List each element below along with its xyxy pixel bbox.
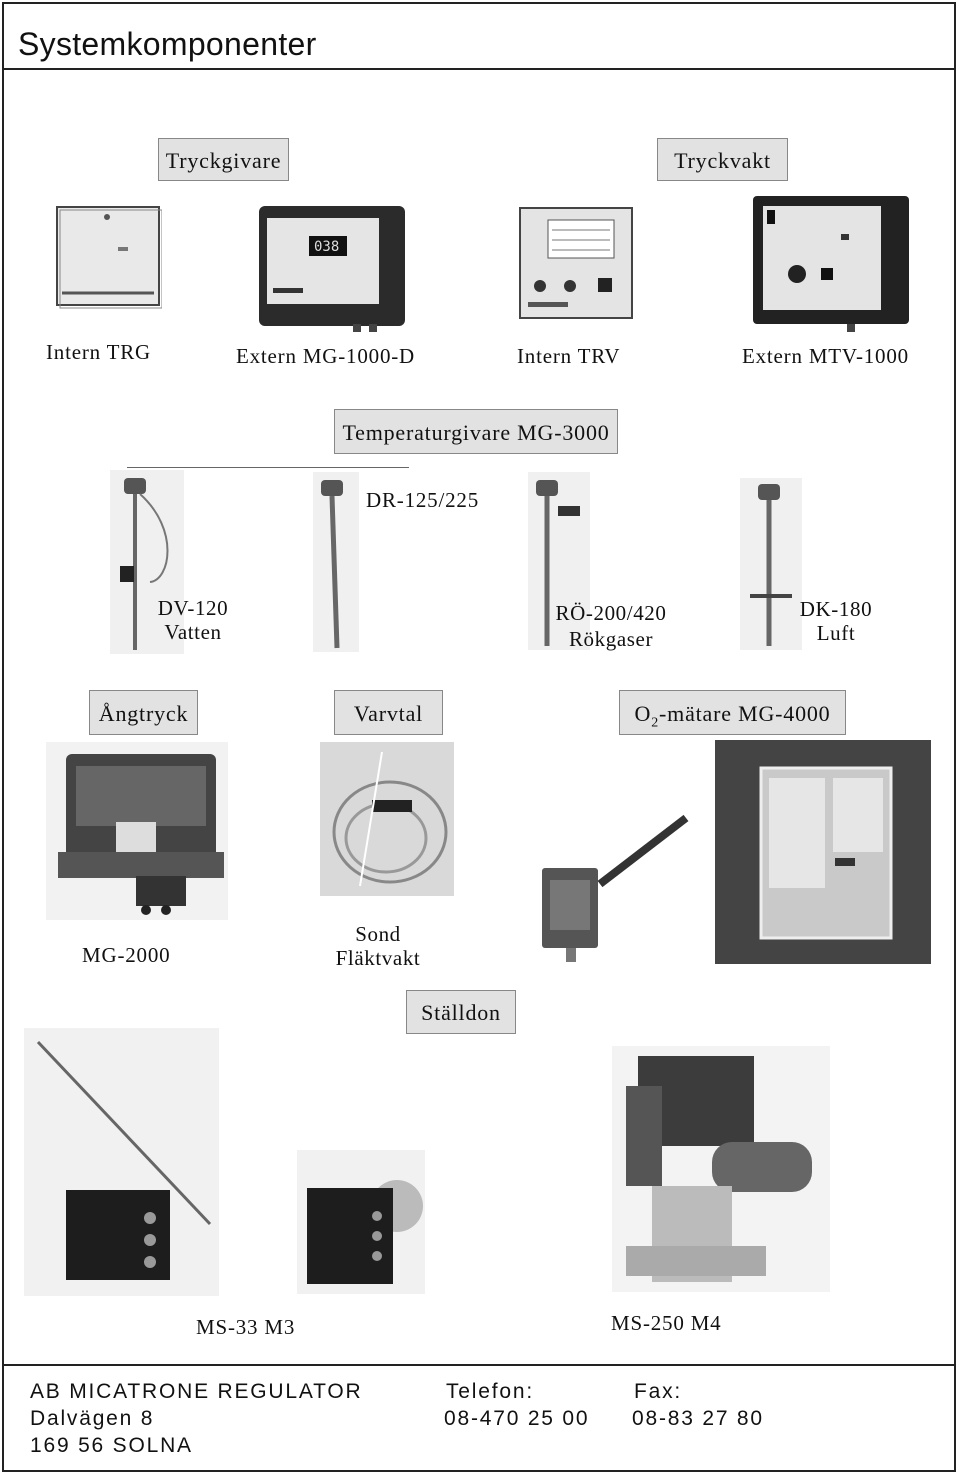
svg-text:038: 038 <box>314 239 339 255</box>
section-stalldon: Ställdon <box>406 990 516 1034</box>
footer-phone-label: Telefon: <box>446 1380 534 1403</box>
section-tryckvakt: Tryckvakt <box>657 138 788 181</box>
label-mg2000: MG-2000 <box>82 943 171 967</box>
flaktvakt-text: Fläktvakt <box>335 946 421 970</box>
sond-photo <box>320 742 454 896</box>
label-dv120: DV-120 Vatten <box>150 596 236 644</box>
section-tryckgivare: Tryckgivare <box>158 138 289 181</box>
intern-trv-photo <box>519 207 633 319</box>
ro200-photo <box>528 472 590 650</box>
section-varvtal: Varvtal <box>334 690 443 735</box>
extern-mg1000d-photo: 038 <box>259 206 405 332</box>
label-dk180: DK-180 Luft <box>790 597 882 645</box>
label-intern-trv: Intern TRV <box>517 344 621 368</box>
dk180-model: DK-180 <box>799 597 873 621</box>
ms33-photo <box>24 1028 219 1296</box>
label-dr125: DR-125/225 <box>366 488 479 512</box>
page-title: Systemkomponenter <box>18 26 317 62</box>
label-extern-mg1000d: Extern MG-1000-D <box>236 344 416 368</box>
label-ro200: RÖ-200/420 Rökgaser <box>546 600 676 652</box>
label-sond-flaktvakt: Sond Fläktvakt <box>325 922 431 970</box>
label-extern-mtv1000: Extern MTV-1000 <box>742 344 909 368</box>
divider-line <box>127 467 409 468</box>
dk180-medium: Luft <box>816 621 856 645</box>
dk180-photo <box>740 478 802 650</box>
o2-suffix: -mätare MG-4000 <box>659 701 831 726</box>
mg2000-photo <box>46 742 228 920</box>
footer: AB MICATRONE REGULATOR Dalvägen 8 169 56… <box>2 1364 956 1472</box>
footer-fax-label: Fax: <box>634 1380 683 1403</box>
footer-city: 169 56 SOLNA <box>30 1434 193 1457</box>
dr125-photo <box>313 472 359 652</box>
o2-matare-photo <box>715 740 931 964</box>
flaktvakt-photo <box>542 814 689 962</box>
dv120-model: DV-120 <box>157 596 229 620</box>
section-o2-matare: O2-mätare MG-4000 <box>619 690 846 735</box>
o2-subscript: 2 <box>651 715 660 731</box>
dv120-medium: Vatten <box>164 620 222 644</box>
section-temperaturgivare: Temperaturgivare MG-3000 <box>334 409 618 454</box>
ms250-photo <box>612 1046 830 1292</box>
sond-text: Sond <box>355 922 401 946</box>
intern-trg-photo <box>56 206 162 309</box>
dv120-photo <box>110 470 184 654</box>
footer-phone: 08-470 25 00 <box>444 1407 590 1430</box>
ms33-small-photo <box>297 1150 425 1294</box>
section-angtryck: Ångtryck <box>89 690 198 735</box>
footer-company: AB MICATRONE REGULATOR <box>30 1380 363 1403</box>
label-ms250: MS-250 M4 <box>611 1311 722 1335</box>
extern-mtv1000-photo <box>753 196 909 332</box>
o2-prefix: O <box>634 701 652 726</box>
label-intern-trg: Intern TRG <box>46 340 152 364</box>
title-bar: Systemkomponenter <box>2 2 956 70</box>
footer-street: Dalvägen 8 <box>30 1407 155 1430</box>
label-ms33: MS-33 M3 <box>196 1315 296 1339</box>
ro200-medium: Rökgaser <box>568 627 654 651</box>
footer-fax: 08-83 27 80 <box>632 1407 764 1430</box>
ro200-model: RÖ-200/420 <box>555 601 667 625</box>
